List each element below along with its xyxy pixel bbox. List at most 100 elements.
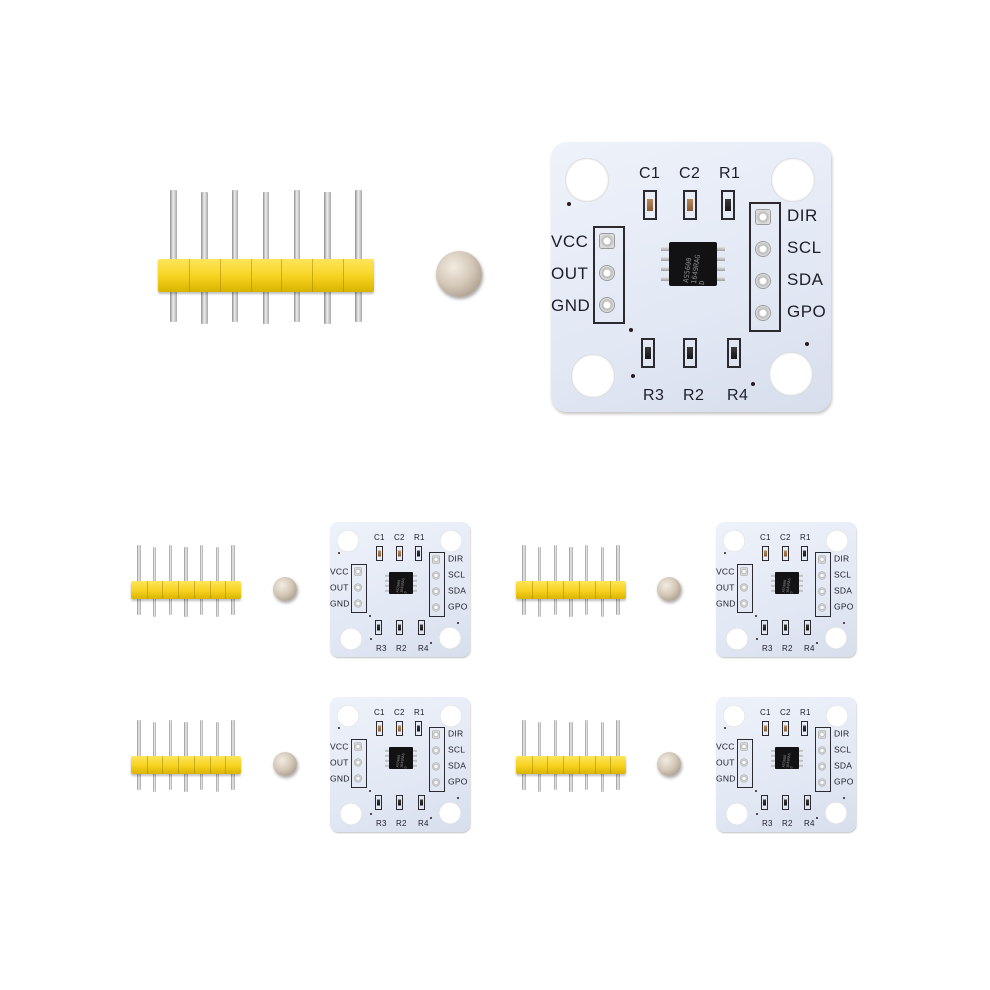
label-r3: R3	[643, 387, 665, 404]
label-sda: SDA	[787, 270, 824, 289]
label-scl: SCL	[834, 745, 852, 755]
header-pin	[137, 720, 141, 790]
pin-pad	[756, 306, 770, 320]
label-gnd: GND	[330, 774, 350, 784]
chip-leg	[661, 257, 669, 261]
magnet	[657, 752, 681, 776]
chip-leg	[799, 574, 803, 577]
resistor-r3	[375, 795, 382, 810]
label-c1: C1	[374, 533, 385, 542]
chip-leg	[799, 764, 803, 767]
via	[629, 328, 633, 332]
chip-leg	[771, 574, 775, 577]
label-gpo: GPO	[448, 777, 468, 787]
label-gnd: GND	[716, 774, 736, 784]
chip-leg	[385, 584, 389, 587]
label-r1: R1	[414, 708, 425, 717]
label-vcc: VCC	[716, 742, 735, 752]
header-pin	[616, 545, 620, 615]
via	[457, 622, 459, 624]
header-housing	[131, 756, 241, 774]
via	[631, 374, 635, 378]
sensor-board: C1 C2 R1 VCC OUT GND AS5600 1649RAG D DI…	[716, 522, 856, 657]
pin-pad	[818, 779, 826, 786]
label-gnd: GND	[330, 599, 350, 609]
power-pin-box	[351, 739, 367, 788]
label-dir: DIR	[834, 554, 850, 564]
label-r2: R2	[683, 387, 705, 404]
as5600-chip: AS5600 1649RAG D	[775, 572, 799, 594]
header-pin	[585, 545, 589, 615]
label-vcc: VCC	[330, 742, 349, 752]
via	[457, 797, 459, 799]
mounting-hole	[723, 530, 745, 552]
label-vcc: VCC	[330, 567, 349, 577]
via	[430, 642, 432, 644]
via	[816, 642, 818, 644]
mounting-hole	[340, 803, 362, 825]
header-pin	[553, 545, 557, 615]
via	[369, 615, 371, 617]
pin-pad	[756, 274, 770, 288]
chip-leg	[385, 764, 389, 767]
pin-pad	[740, 600, 748, 607]
header-pin	[168, 545, 172, 615]
header-pin	[231, 720, 235, 790]
signal-pin-box	[815, 552, 831, 617]
label-out: OUT	[716, 583, 735, 593]
chip-leg	[771, 759, 775, 762]
chip-leg	[799, 749, 803, 752]
pin-pad	[818, 731, 826, 738]
pin-pad	[756, 242, 770, 256]
header-housing	[516, 756, 626, 774]
sensor-board: C1 C2 R1 VCC OUT GND AS5600 1649RAG D DI…	[551, 142, 831, 412]
power-pin-box	[737, 564, 753, 613]
chip-leg	[385, 589, 389, 592]
capacitor-c1	[376, 546, 383, 561]
pin-pad	[432, 588, 440, 595]
pin-pad	[818, 588, 826, 595]
via	[430, 817, 432, 819]
chip-leg	[413, 579, 417, 582]
resistor-r3	[761, 795, 768, 810]
label-gpo: GPO	[834, 777, 854, 787]
chip-leg	[661, 277, 669, 281]
header-housing	[158, 258, 374, 292]
chip-leg	[771, 754, 775, 757]
pin-pad	[354, 759, 362, 766]
as5600-chip: AS5600 1649RAG D	[389, 572, 413, 594]
label-r2: R2	[396, 819, 407, 828]
label-sda: SDA	[834, 761, 853, 771]
pin-pad	[740, 584, 748, 591]
capacitor-c2	[396, 546, 403, 561]
pin-pad	[432, 556, 440, 563]
pin-pad	[354, 775, 362, 782]
header-pin	[231, 190, 239, 322]
chip-leg	[771, 764, 775, 767]
chip-leg	[799, 584, 803, 587]
resistor-r1	[721, 190, 735, 220]
via	[755, 615, 757, 617]
label-r3: R3	[376, 644, 387, 653]
resistor-r1	[801, 721, 808, 736]
label-out: OUT	[716, 758, 735, 768]
mounting-hole	[571, 354, 615, 398]
chip-leg	[799, 579, 803, 582]
header-housing	[131, 581, 241, 599]
mounting-hole	[439, 802, 461, 824]
chip-marking: AS5600 1649RAG D	[781, 753, 794, 769]
mounting-hole	[440, 530, 462, 552]
label-r4: R4	[804, 819, 815, 828]
pin-pad	[600, 234, 614, 248]
header-housing	[516, 581, 626, 599]
label-gnd: GND	[716, 599, 736, 609]
signal-pin-box	[429, 727, 445, 792]
pin-pad	[818, 763, 826, 770]
label-c1: C1	[760, 533, 771, 542]
header-pin	[553, 720, 557, 790]
label-r4: R4	[418, 819, 429, 828]
capacitor-c1	[376, 721, 383, 736]
header-pin	[355, 190, 362, 322]
chip-leg	[385, 579, 389, 582]
